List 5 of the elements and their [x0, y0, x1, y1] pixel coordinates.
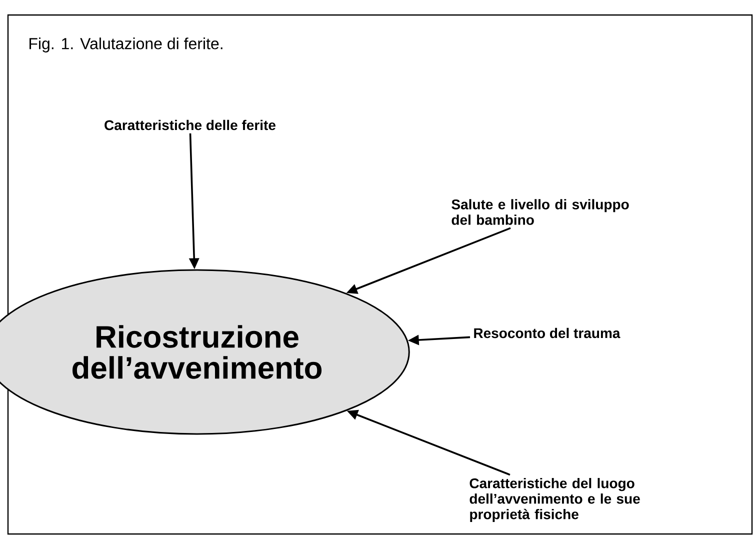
- figure-title: Fig. 1. Valutazione di ferite.: [30, 38, 222, 52]
- factor-label: Salute e livello di sviluppo del bambino: [452, 199, 629, 225]
- factor-label: Caratteristiche delle ferite: [104, 120, 276, 130]
- factor-label: Caratteristiche del luogo dell’avvenimento e le sue proprietà fisiche: [470, 478, 640, 522]
- factor-label: Resoconto del trauma: [474, 328, 620, 338]
